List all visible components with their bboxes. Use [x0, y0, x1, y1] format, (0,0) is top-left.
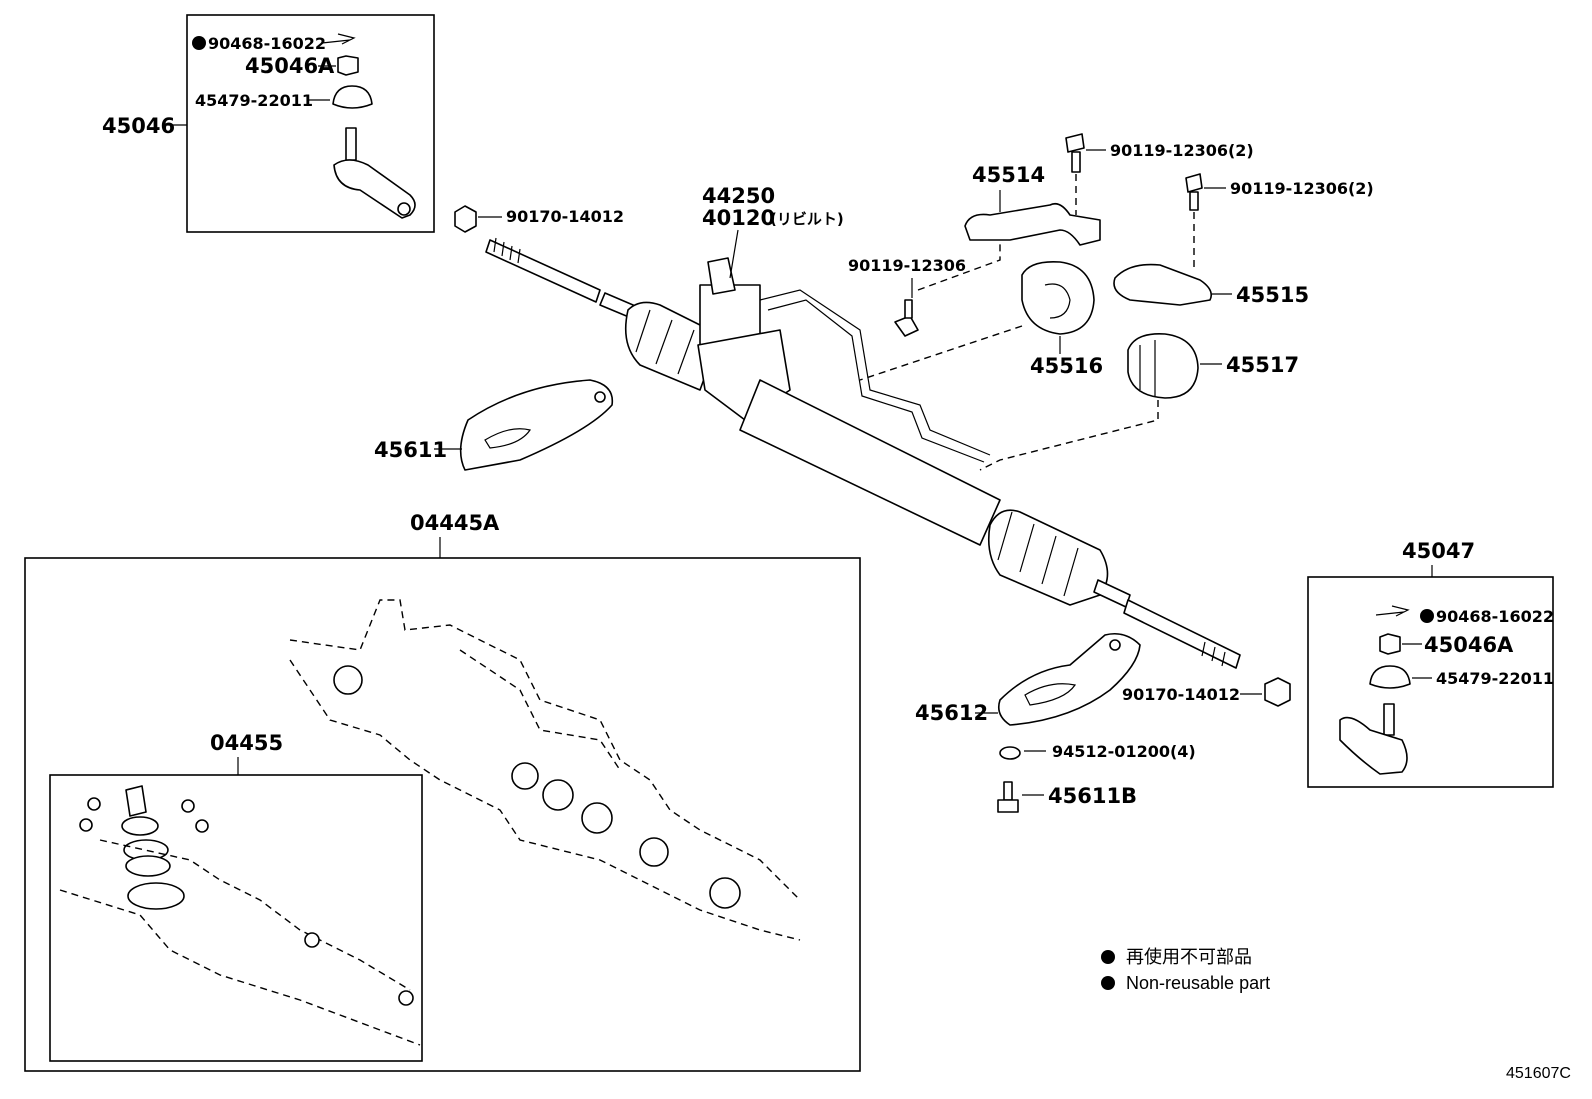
bracket-45515-group: 90119-12306(2) 45515: [1113, 173, 1374, 307]
bolt-head-icon: [1065, 133, 1085, 153]
castle-nut-icon: [1379, 633, 1401, 655]
label-cotter-pin-lh: 90468-16022: [208, 34, 326, 53]
bolt-45611b-group: 45611B: [997, 781, 1137, 813]
label-45046: 45046: [102, 114, 175, 138]
seal-ring-icon: [398, 990, 414, 1006]
bellows-rh-icon: [987, 509, 1109, 606]
ball-stud-icon: [345, 127, 357, 161]
seal-ring-icon: [79, 818, 93, 832]
clamp-bracket-icon: [1113, 263, 1213, 306]
oring-icon: [542, 779, 574, 811]
hex-nut-icon: [454, 205, 477, 233]
label-cotter-pin-rh: 90468-16022: [1436, 607, 1554, 626]
washer-group: 94512-01200(4): [999, 742, 1196, 761]
seal-kit-04455-group: 04455: [49, 731, 423, 1062]
nut-rod-lh-group: 90170-14012: [454, 205, 624, 233]
plate-45612-group: 45612: [915, 632, 1141, 726]
label-bolt-a: 90119-12306(2): [1110, 141, 1254, 160]
cotter-pin-icon: [1375, 605, 1410, 617]
label-04455: 04455: [210, 731, 283, 755]
label-45517: 45517: [1226, 353, 1299, 377]
label-nut-rh: 45046A: [1424, 633, 1514, 657]
seal-ring-icon: [195, 819, 209, 833]
pinion-shaft-icon: [707, 257, 736, 295]
label-04445a: 04445A: [410, 511, 500, 535]
legend: 再使用不可部品 Non-reusable part: [1101, 947, 1270, 993]
label-45611: 45611: [374, 438, 447, 462]
label-44250: 44250: [702, 184, 775, 208]
label-45047: 45047: [1402, 539, 1475, 563]
diagram-code: 451607C: [1506, 1065, 1571, 1082]
mounting-bracket-icon: [997, 632, 1141, 726]
oring-icon: [511, 762, 539, 790]
cotter-pin-icon: [321, 33, 356, 45]
tie-rod-rh-icon: [1123, 599, 1241, 669]
label-45611b: 45611B: [1048, 784, 1137, 808]
label-45515: 45515: [1236, 283, 1309, 307]
ball-stud-icon: [1383, 703, 1395, 736]
oring-icon: [639, 837, 669, 867]
oil-seal-icon: [127, 882, 185, 910]
tie-rod-end-lh-group: 45046 90468-16022 45046A 45479-22011: [102, 14, 435, 233]
label-45516: 45516: [1030, 354, 1103, 378]
washer-icon: [999, 746, 1021, 760]
oring-icon: [581, 802, 613, 834]
tie-rod-end-body-icon: [333, 159, 416, 219]
gasket-kit-04445a-group: 04445A: [24, 511, 861, 1072]
tie-rod-end-body-icon: [1339, 716, 1408, 775]
clamp-bracket-icon: [964, 202, 1101, 246]
non-reusable-dot: [1420, 609, 1434, 623]
bolt-head-icon: [1185, 173, 1203, 193]
seal-ring-icon: [87, 797, 101, 811]
bolt-head-icon: [894, 315, 919, 337]
steering-rack-assembly: [485, 229, 1241, 669]
oring-icon: [333, 665, 363, 695]
label-rebuilt-note: (リビルト): [770, 210, 844, 228]
mounting-bracket-icon: [459, 379, 614, 471]
dust-boot-icon: [1369, 665, 1411, 689]
label-45612: 45612: [915, 701, 988, 725]
label-bolt-c: 90119-12306: [848, 256, 966, 275]
label-boot-rh: 45479-22011: [1436, 669, 1554, 688]
label-bolt-b: 90119-12306(2): [1230, 179, 1374, 198]
bracket-45514-group: 45514 90119-12306(2) 90119-12306: [848, 133, 1254, 337]
non-reusable-dot: [192, 36, 206, 50]
tie-rod-end-rh-group: 45047 90468-16022 45046A 45479-22011: [1307, 539, 1554, 788]
seal-ring-icon: [304, 932, 320, 948]
rack-housing-tube-icon: [739, 379, 1001, 546]
tie-rod-lh-icon: [485, 239, 601, 303]
legend-dot-icon: [1101, 950, 1115, 964]
plate-45611-group: 45611: [374, 379, 614, 471]
label-45514: 45514: [972, 163, 1045, 187]
legend-en: Non-reusable part: [1126, 973, 1270, 993]
label-nut-rod-lh: 90170-14012: [506, 207, 624, 226]
seal-ring-icon: [181, 799, 195, 813]
oring-icon: [709, 877, 741, 909]
label-boot-lh: 45479-22011: [195, 91, 313, 110]
label-nut-rod-rh: 90170-14012: [1122, 685, 1240, 704]
grommet-45517-group: 45517: [979, 333, 1299, 471]
label-washer: 94512-01200(4): [1052, 742, 1196, 761]
legend-jp: 再使用不可部品: [1126, 947, 1252, 967]
bolt-head-icon: [997, 799, 1019, 813]
hex-nut-icon: [1264, 677, 1291, 707]
rubber-grommet-icon: [1021, 260, 1095, 335]
legend-dot-icon: [1101, 976, 1115, 990]
label-40120: 40120: [702, 206, 775, 230]
castle-nut-icon: [337, 55, 359, 76]
nut-rod-rh-group: 90170-14012: [1122, 677, 1291, 707]
grommet-45516-group: 45516: [859, 260, 1103, 381]
rubber-grommet-icon: [1127, 333, 1199, 399]
dust-boot-icon: [332, 85, 373, 109]
